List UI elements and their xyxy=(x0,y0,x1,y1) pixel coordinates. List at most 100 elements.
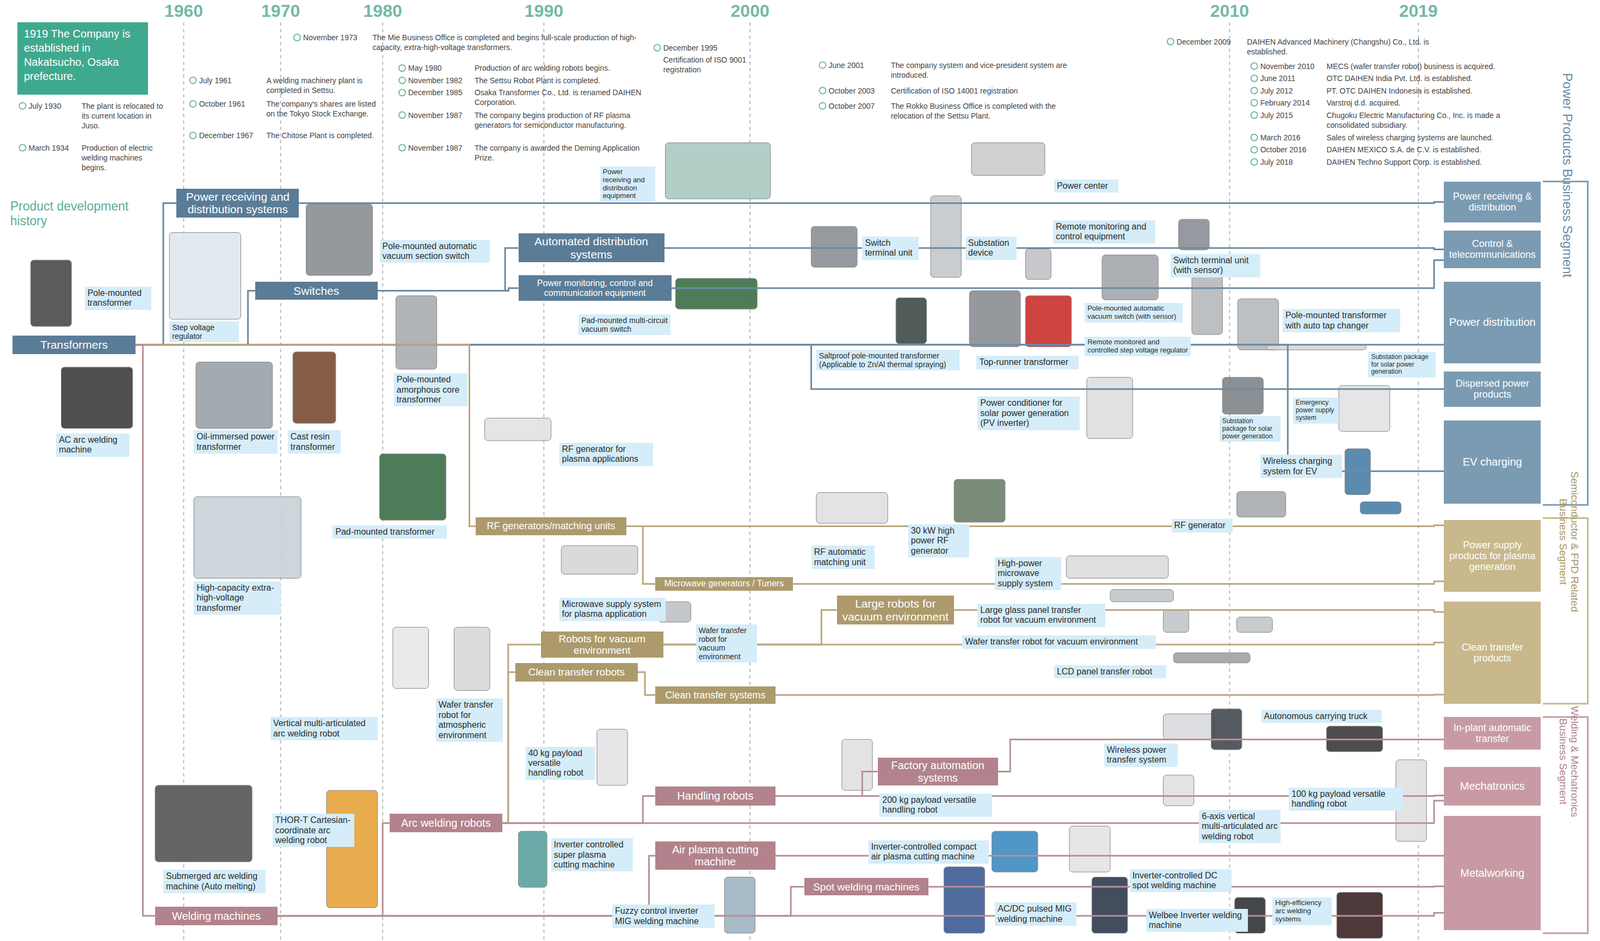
product-caption: AC/DC pulsed MIG welding machine xyxy=(994,902,1077,927)
product-photo xyxy=(518,831,548,888)
product-photo xyxy=(1163,610,1190,633)
node-text: RF generator xyxy=(1174,520,1231,531)
timeline-line xyxy=(135,290,255,345)
product-photo xyxy=(665,143,771,200)
node-text: Air plasma cutting machine xyxy=(659,844,772,869)
node-text: Dispersed power products xyxy=(1447,378,1538,400)
category-label: RF generators/matching units xyxy=(475,517,627,537)
product-caption: Power receiving and distribution equipme… xyxy=(600,166,656,203)
product-caption: High-efficiency arc welding systems xyxy=(1272,897,1332,926)
history-date: March 1934 xyxy=(28,143,70,153)
timeline-line xyxy=(671,260,1444,289)
history-text: Certification of ISO 9001 registration xyxy=(663,54,771,75)
timeline-line xyxy=(998,739,1444,772)
product-photo xyxy=(816,493,888,524)
history-text: Certification of ISO 14001 registration xyxy=(890,85,1085,96)
timeline-line xyxy=(135,345,1444,472)
product-caption: High-power microwave supply system xyxy=(994,557,1062,591)
history-date: June 2001 xyxy=(828,60,865,71)
product-caption: Inverter-controlled DC spot welding mach… xyxy=(1129,869,1233,894)
node-text: Control & telecommunications xyxy=(1447,238,1538,261)
history-text: The Settsu Robot Plant is completed. xyxy=(474,75,649,86)
product-caption: Pole-mounted transformer xyxy=(84,286,152,311)
node-text: Pole-mounted transformer xyxy=(87,288,149,309)
segment-box: Dispersed power products xyxy=(1443,371,1541,408)
segment-box: Power supply products for plasma generat… xyxy=(1443,520,1541,592)
node-text: Vertical multi-articulated arc welding r… xyxy=(273,718,375,740)
history-date: June 2011 xyxy=(1260,73,1296,84)
node-text: Cast resin transformer xyxy=(290,432,339,453)
history-bullet xyxy=(1251,87,1258,95)
history-text: MECS (wafer transfer robot) business is … xyxy=(1326,61,1531,72)
node-text: Automated distribution systems xyxy=(522,235,661,261)
history-text: The company is awarded the Deming Applic… xyxy=(474,143,649,163)
history-date: December 1967 xyxy=(199,130,254,141)
node-text: Wireless power transfer system xyxy=(1106,745,1175,766)
history-date: December 2009 xyxy=(1176,37,1232,47)
history-text: DAIHEN Techno Support Corp. is establish… xyxy=(1326,157,1531,168)
history-text: PT. OTC DAIHEN Indonesia is established. xyxy=(1326,85,1531,96)
product-caption: Wireless power transfer system xyxy=(1104,743,1178,768)
history-date: November 1982 xyxy=(408,75,463,86)
product-caption: High-capacity extra-high-voltage transfo… xyxy=(193,581,281,615)
product-caption: 100 kg payload versatile handling robot xyxy=(1288,788,1403,812)
node-text: Mechatronics xyxy=(1460,780,1525,793)
product-caption: Remote monitored and controlled step vol… xyxy=(1084,336,1191,357)
timeline-line xyxy=(637,672,656,696)
timeline-line xyxy=(664,248,1445,250)
node-text: EV charging xyxy=(1462,456,1523,469)
history-bullet xyxy=(1251,63,1258,70)
node-text: 6-axis vertical multi-articulated arc we… xyxy=(1201,811,1278,842)
node-text: Wafer transfer robot for vacuum environm… xyxy=(698,626,755,662)
history-date: October 1961 xyxy=(199,99,246,109)
history-text: The company system and vice-president sy… xyxy=(890,60,1085,80)
node-text: RF generator for plasma applications xyxy=(562,444,651,465)
segment-box: Metalworking xyxy=(1443,816,1541,931)
node-text: Power supply products for plasma generat… xyxy=(1447,539,1538,573)
node-text: Remote monitoring and control equipment xyxy=(1055,222,1153,243)
product-caption: RF automatic matching unit xyxy=(811,545,875,570)
history-text: Chugoku Electric Manufacturing Co., Inc.… xyxy=(1326,110,1531,131)
history-text: Osaka Transformer Co., Ltd. is renamed D… xyxy=(474,87,649,108)
history-text: DAIHEN MEXICO S.A. de C.V. is establishe… xyxy=(1326,144,1531,155)
segment-box: Clean transfer products xyxy=(1443,601,1541,705)
history-date: November 1973 xyxy=(303,32,358,43)
history-text: The company's shares are listed on the T… xyxy=(266,99,384,119)
product-photo xyxy=(930,195,962,278)
node-text: Microwave supply system for plasma appli… xyxy=(562,599,663,620)
product-photo xyxy=(1173,653,1251,664)
node-text: Clean transfer products xyxy=(1447,642,1538,664)
node-text: RF generators/matching units xyxy=(486,520,615,532)
product-photo xyxy=(392,627,429,689)
node-text: Power receiving and distribution equipme… xyxy=(602,168,653,201)
product-photo xyxy=(841,739,873,791)
node-text: Power distribution xyxy=(1449,316,1536,329)
node-text: 200 kg payload versatile handling robot xyxy=(882,795,989,816)
node-text: Factory automation systems xyxy=(881,759,995,785)
history-date: March 2016 xyxy=(1260,132,1301,143)
node-text: Autonomous carrying truck xyxy=(1264,711,1380,722)
segment-box: Mechatronics xyxy=(1443,767,1541,806)
node-text: THOR-T Cartesian-coordinate arc welding … xyxy=(275,815,352,846)
product-photo xyxy=(1069,826,1111,873)
product-photo xyxy=(1222,377,1264,415)
node-text: Step voltage regulator xyxy=(171,323,237,341)
product-caption: Inverter-controlled compact air plasma c… xyxy=(868,840,989,865)
history-text: The Rokko Business Office is completed w… xyxy=(890,101,1085,121)
timeline-line xyxy=(298,201,1444,203)
product-caption: LCD panel transfer robot xyxy=(1054,665,1167,679)
product-photo xyxy=(1163,775,1195,806)
timeline-line xyxy=(135,345,156,917)
history-text: Production of arc welding robots begins. xyxy=(474,63,649,73)
node-text: Power monitoring, control and communicat… xyxy=(522,278,668,299)
year-label: 2019 xyxy=(1374,1,1462,22)
timeline-line xyxy=(135,345,1444,390)
history-bullet xyxy=(293,34,301,41)
product-photo xyxy=(597,729,628,786)
segment-label: Power Products Business Segment xyxy=(1560,27,1575,324)
category-label: Transformers xyxy=(12,335,137,355)
product-photo xyxy=(453,627,490,691)
timeline-line xyxy=(502,796,656,824)
product-photo xyxy=(992,831,1038,873)
product-caption: Switch terminal unit xyxy=(862,236,919,261)
